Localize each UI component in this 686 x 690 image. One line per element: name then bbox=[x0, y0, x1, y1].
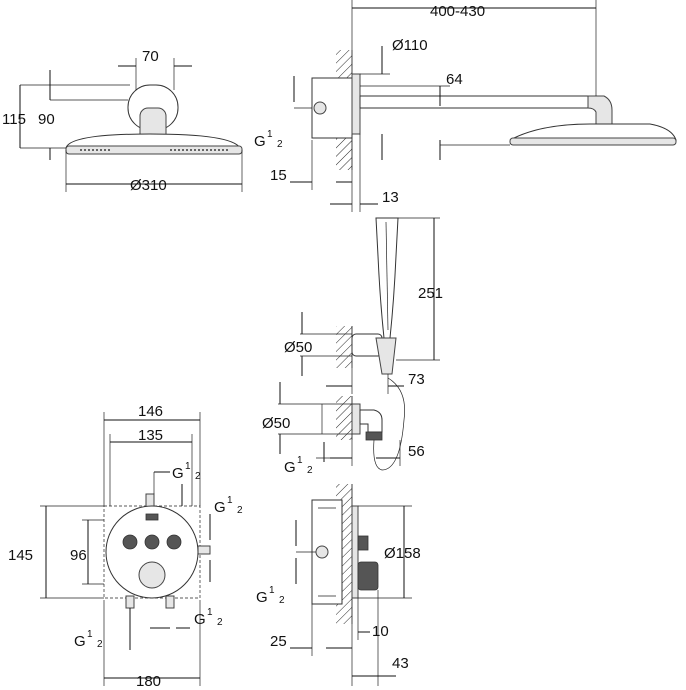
trim-plate-side bbox=[351, 505, 359, 599]
dim-thread-side-sup: 1 bbox=[269, 585, 275, 596]
wall-hatch-middle bbox=[336, 326, 352, 368]
dim-valve-depth-1: 25 bbox=[270, 633, 287, 650]
dim-thread-front-br-sub: 2 bbox=[217, 617, 223, 628]
dim-thread-side-g: G bbox=[256, 589, 268, 606]
dim-plate-height-inner: 96 bbox=[70, 547, 87, 564]
dim-thread-top-sub: 2 bbox=[277, 139, 283, 150]
outlet-elbow bbox=[359, 409, 383, 433]
trim-badge bbox=[145, 513, 159, 521]
dim-thread-front-top-sup: 1 bbox=[185, 461, 191, 472]
dim-flange-diameter: Ø110 bbox=[392, 37, 428, 54]
head-shower-side-view: 400-430 Ø110 64 G 1 2 15 13 bbox=[254, 0, 677, 212]
dim-head-height-outer: 115 bbox=[2, 111, 26, 128]
dim-thread-front-right-g: G bbox=[214, 499, 226, 516]
shower-arm bbox=[359, 95, 589, 109]
wall-outlet-view: Ø50 G 1 2 56 bbox=[262, 382, 425, 476]
dim-handshower-length: 251 bbox=[418, 285, 443, 302]
dim-arm-length: 400-430 bbox=[430, 3, 485, 20]
dim-thread-front-br-sup: 1 bbox=[207, 607, 213, 618]
dim-thread-outlet-sup: 1 bbox=[297, 455, 303, 466]
dim-thread-outlet-sub: 2 bbox=[307, 465, 313, 476]
push-button-1 bbox=[122, 534, 138, 550]
arm-elbow bbox=[587, 95, 613, 125]
dim-thread-front-top-sub: 2 bbox=[195, 471, 201, 482]
dim-wall-gap: 13 bbox=[382, 189, 399, 206]
dim-plate-width-inner: 135 bbox=[138, 427, 163, 444]
inlet-bottom-right bbox=[165, 595, 175, 609]
temperature-handle bbox=[138, 561, 166, 589]
head-shower-side-face bbox=[509, 137, 677, 146]
dim-plate-bottom-width: 180 bbox=[136, 673, 161, 690]
holder-clip bbox=[375, 337, 397, 375]
dim-outlet-depth: 56 bbox=[408, 443, 425, 460]
dim-hose-offset: 73 bbox=[408, 371, 425, 388]
inlet-right bbox=[197, 545, 211, 555]
handle-side bbox=[357, 561, 379, 591]
dim-thread-top-sup: 1 bbox=[267, 129, 273, 140]
push-button-3 bbox=[166, 534, 182, 550]
dim-valve-depth-2: 10 bbox=[372, 623, 389, 640]
dim-thread-side-sub: 2 bbox=[279, 595, 285, 606]
dim-holder-diameter: Ø50 bbox=[284, 339, 312, 356]
outlet-nut bbox=[365, 431, 383, 441]
trim-plate bbox=[105, 505, 199, 599]
dim-thread-front-top-g: G bbox=[172, 465, 184, 482]
box-outlet-top bbox=[313, 101, 327, 115]
head-shower-front-view: 70 115 90 Ø310 bbox=[2, 48, 243, 194]
thermostat-front-view: 146 135 G 1 2 G 1 2 145 96 G 1 2 G bbox=[8, 403, 243, 690]
dim-thread-front-bl-sub: 2 bbox=[97, 639, 103, 650]
dim-valve-diameter: Ø158 bbox=[384, 545, 421, 562]
dim-thread-top-g: G bbox=[254, 133, 266, 150]
inlet-bottom-left bbox=[125, 595, 135, 609]
push-buttons-side bbox=[357, 535, 369, 551]
dim-head-diameter: Ø310 bbox=[130, 177, 167, 194]
dim-plate-width-outer: 146 bbox=[138, 403, 163, 420]
dim-head-width: 70 bbox=[142, 48, 159, 65]
dim-plate-height-outer: 145 bbox=[8, 547, 33, 564]
dim-arm-drop: 64 bbox=[446, 71, 463, 88]
head-shower-side bbox=[509, 123, 677, 141]
dim-thread-front-right-sub: 2 bbox=[237, 505, 243, 516]
dim-thread-front-right-sup: 1 bbox=[227, 495, 233, 506]
hand-shower-view: 251 Ø50 73 bbox=[284, 217, 443, 471]
head-shower-body bbox=[65, 133, 241, 149]
dim-valve-depth-3: 43 bbox=[392, 655, 409, 672]
dim-head-height-inner: 90 bbox=[38, 111, 55, 128]
wall-flange bbox=[351, 73, 361, 135]
box-outlet-side bbox=[315, 545, 329, 559]
dim-wall-offset: 15 bbox=[270, 167, 287, 184]
wall-hatch-outlet bbox=[336, 396, 352, 440]
dim-thread-outlet-g: G bbox=[284, 459, 296, 476]
thermostat-side-view: Ø158 G 1 2 25 10 43 bbox=[256, 484, 421, 686]
outlet-flange bbox=[351, 403, 361, 435]
dim-thread-front-bl-sup: 1 bbox=[87, 629, 93, 640]
dim-outlet-diameter: Ø50 bbox=[262, 415, 290, 432]
dim-thread-front-bl-g: G bbox=[74, 633, 86, 650]
push-button-2 bbox=[144, 534, 160, 550]
